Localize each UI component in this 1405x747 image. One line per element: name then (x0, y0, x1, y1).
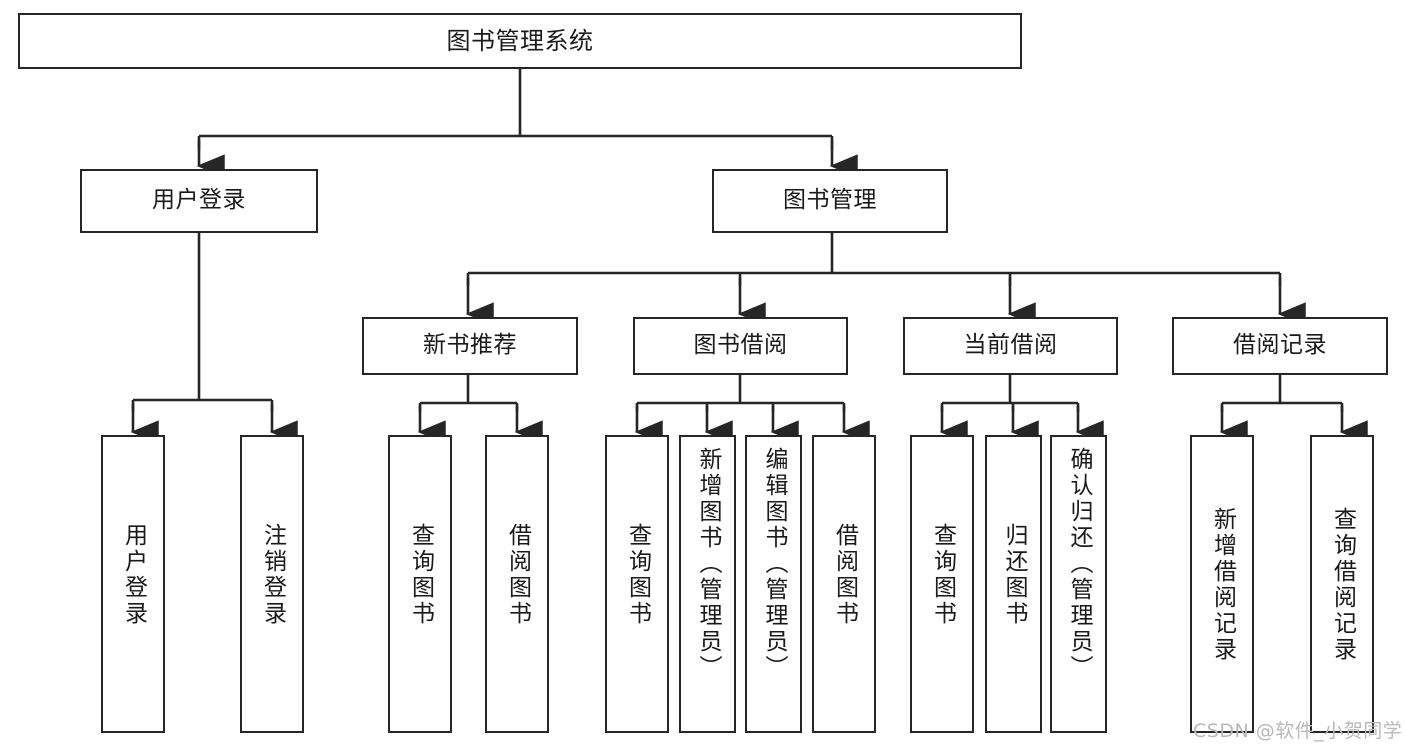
node-leaf-confirm-return-admin[interactable]: 确认归还（管理员） (1050, 435, 1107, 733)
node-leaf-query-book-2[interactable]: 查询图书 (605, 435, 669, 733)
node-leaf-add-borrow-record-label: 新增借阅记录 (1209, 507, 1236, 663)
node-book-borrow-label: 图书借阅 (693, 332, 788, 359)
node-leaf-borrow-book-2[interactable]: 借阅图书 (812, 435, 876, 733)
node-leaf-edit-book-admin[interactable]: 编辑图书（管理员） (745, 435, 802, 733)
node-borrow-record[interactable]: 借阅记录 (1172, 317, 1388, 375)
node-root-label: 图书管理系统 (446, 26, 594, 55)
node-book-borrow[interactable]: 图书借阅 (633, 317, 848, 375)
node-borrow-record-label: 借阅记录 (1233, 332, 1327, 359)
node-book-manage-label: 图书管理 (783, 187, 877, 214)
node-leaf-add-book-admin[interactable]: 新增图书（管理员） (679, 435, 736, 733)
node-leaf-edit-book-admin-label: 编辑图书（管理员） (761, 447, 787, 681)
node-new-book-recommend[interactable]: 新书推荐 (362, 317, 578, 375)
node-leaf-confirm-return-admin-label: 确认归还（管理员） (1066, 447, 1092, 681)
node-leaf-add-book-admin-label: 新增图书（管理员） (695, 447, 721, 681)
node-user-login-label: 用户登录 (152, 187, 246, 214)
node-leaf-query-book-3-label: 查询图书 (929, 523, 956, 627)
node-leaf-logout-login-label: 注销登录 (259, 523, 286, 627)
node-root[interactable]: 图书管理系统 (18, 13, 1022, 69)
node-leaf-add-borrow-record[interactable]: 新增借阅记录 (1190, 435, 1254, 733)
csdn-watermark: CSDN @软件_小贺同学 (1193, 720, 1403, 742)
node-leaf-return-book[interactable]: 归还图书 (985, 435, 1042, 733)
node-user-login[interactable]: 用户登录 (80, 169, 318, 233)
node-leaf-borrow-book-1[interactable]: 借阅图书 (485, 435, 549, 733)
node-leaf-query-book-1[interactable]: 查询图书 (388, 435, 452, 733)
node-book-manage[interactable]: 图书管理 (712, 169, 948, 233)
node-leaf-query-book-1-label: 查询图书 (407, 523, 434, 627)
node-leaf-query-borrow-record-label: 查询借阅记录 (1329, 507, 1356, 663)
node-leaf-user-login-label: 用户登录 (120, 523, 147, 627)
node-leaf-query-book-2-label: 查询图书 (624, 523, 651, 627)
node-current-borrow[interactable]: 当前借阅 (903, 317, 1118, 375)
node-leaf-return-book-label: 归还图书 (1001, 523, 1027, 627)
node-leaf-borrow-book-2-label: 借阅图书 (831, 523, 858, 627)
node-new-book-recommend-label: 新书推荐 (423, 332, 517, 359)
node-leaf-query-book-3[interactable]: 查询图书 (910, 435, 974, 733)
node-leaf-borrow-book-1-label: 借阅图书 (504, 523, 531, 627)
node-leaf-logout-login[interactable]: 注销登录 (240, 435, 304, 733)
node-leaf-user-login[interactable]: 用户登录 (101, 435, 165, 733)
node-leaf-query-borrow-record[interactable]: 查询借阅记录 (1310, 435, 1374, 733)
node-current-borrow-label: 当前借阅 (963, 332, 1058, 359)
